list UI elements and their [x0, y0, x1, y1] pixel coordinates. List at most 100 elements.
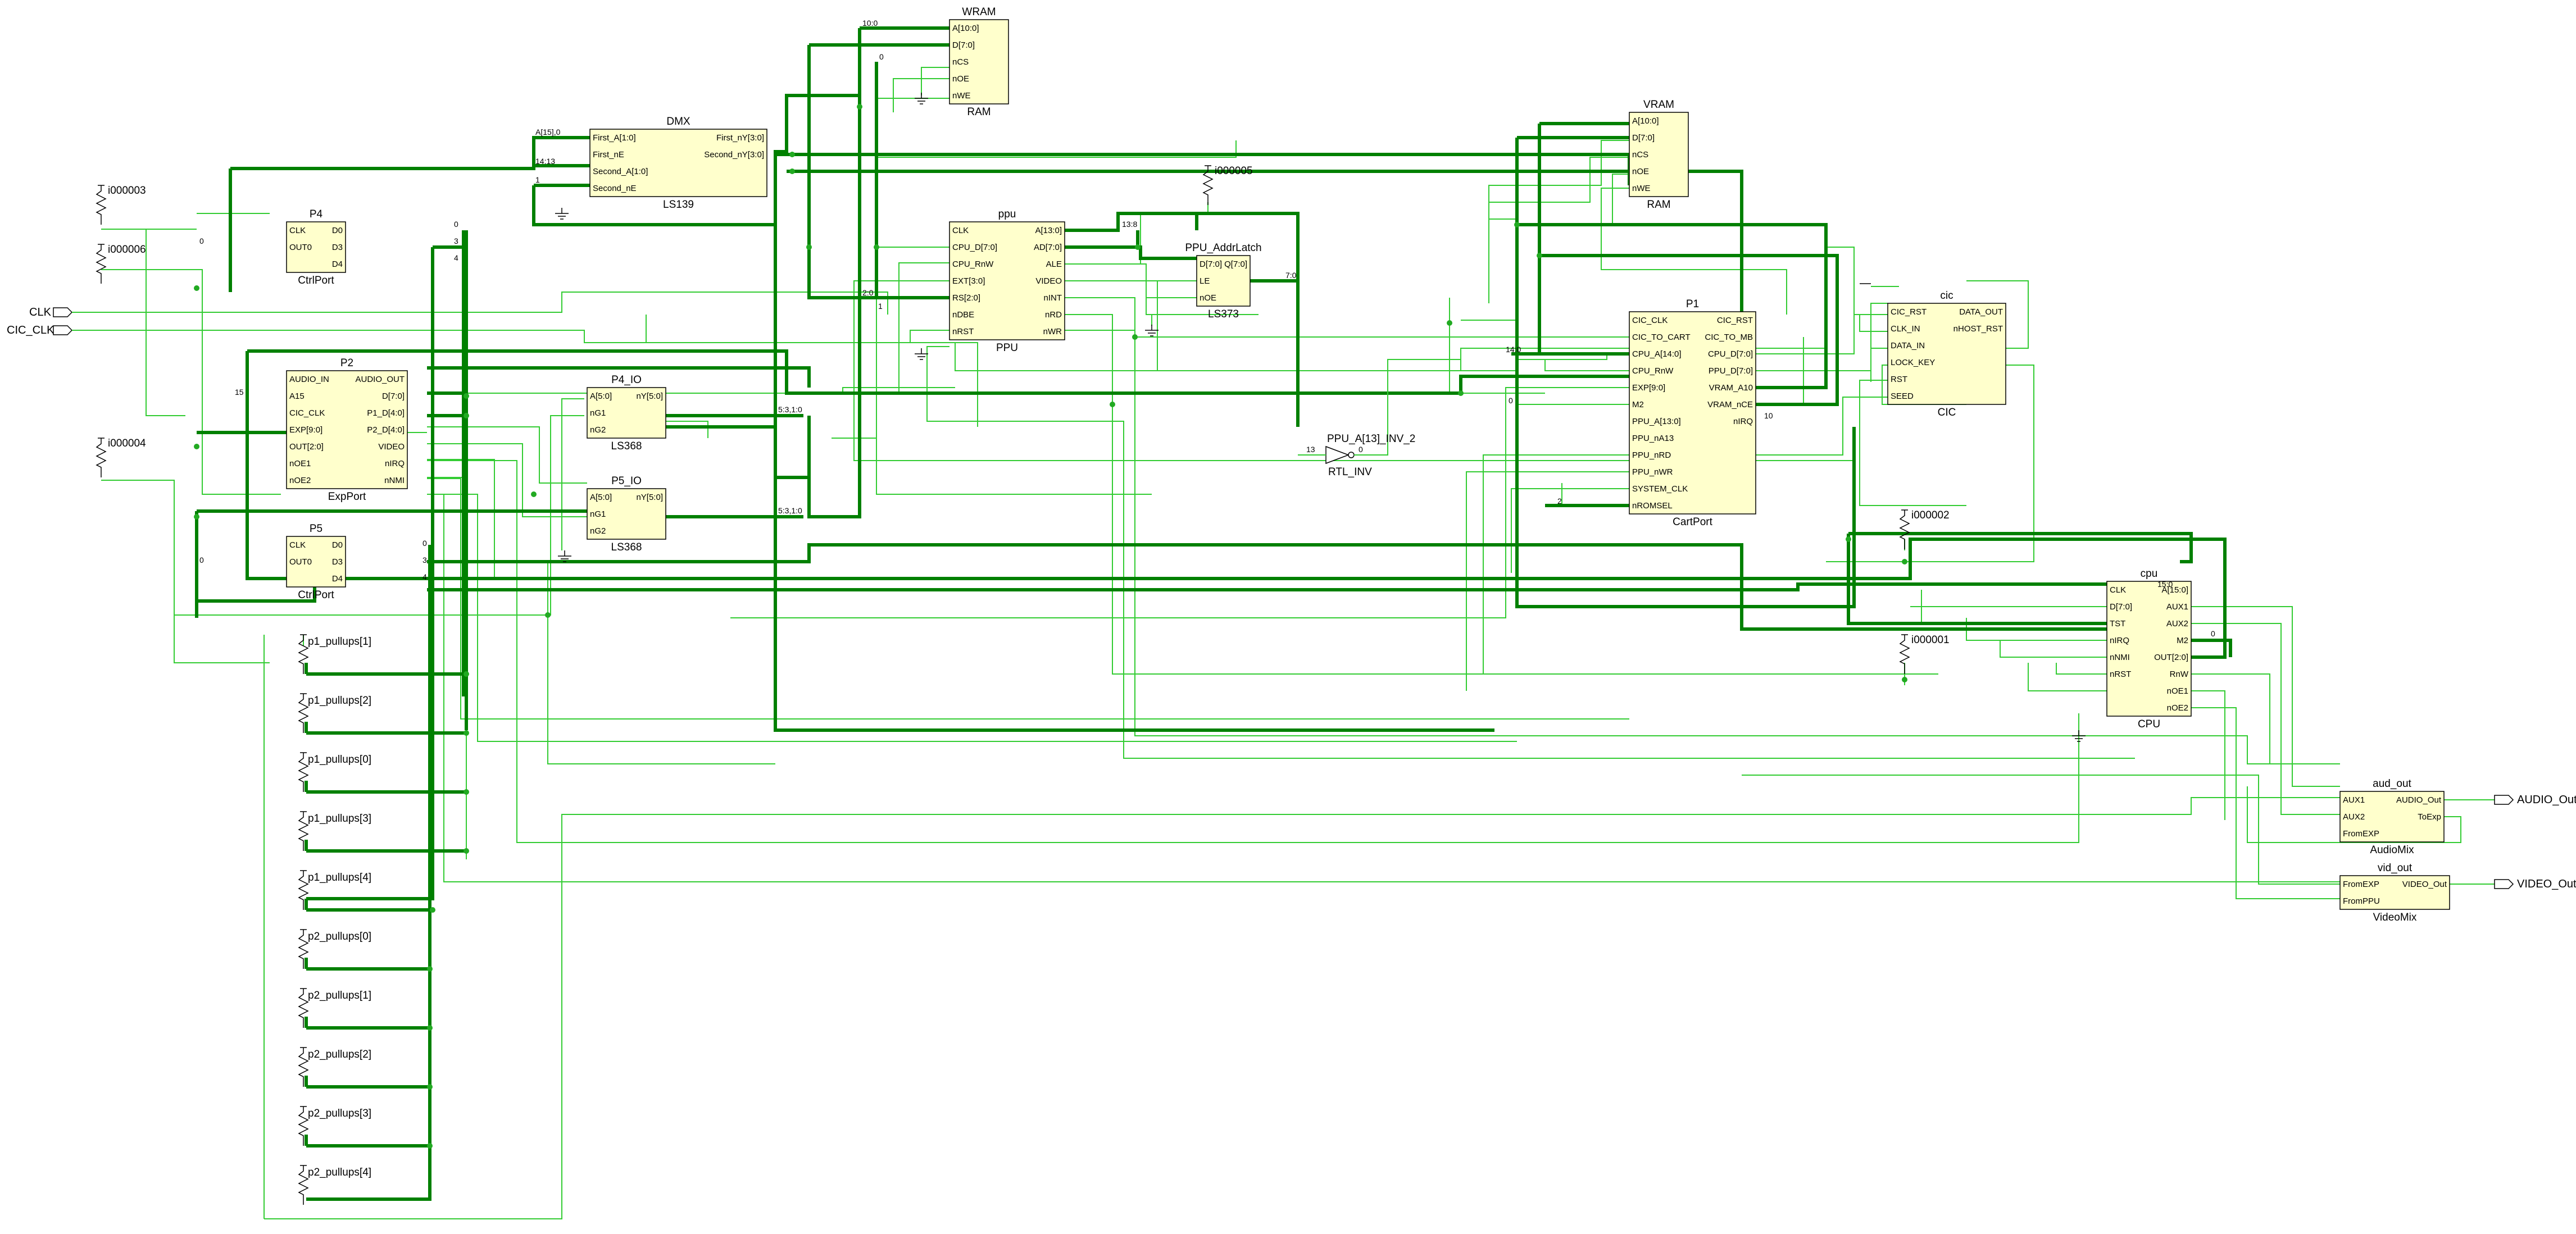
block-latch-type: LS373 [1208, 308, 1239, 320]
port-video-out[interactable]: VIDEO_Out [2494, 878, 2576, 890]
block-p5-body [286, 536, 346, 588]
pin-latch-in-0: D[7:0] [1200, 259, 1222, 269]
pin-p1-in-7: PPU_nA13 [1632, 434, 1674, 443]
pin-wram-in-4: nWE [952, 91, 971, 101]
pullup-i000003: i000003 [96, 185, 146, 225]
pin-ppu-in-2: CPU_RnW [952, 259, 994, 269]
block-dmx-type: LS139 [663, 199, 694, 211]
bus-width-labels: 10:0 0 2:0 A[15],0 14:13 1 13:8 7:0 0 3 … [199, 19, 2215, 638]
block-vid-body [2339, 875, 2450, 910]
resistor-icon [298, 1106, 309, 1146]
pin-vram-in-1: D[7:0] [1632, 133, 1655, 143]
pin-cpu-out-1: AUX1 [2166, 602, 2188, 612]
block-cic[interactable]: cicCICCIC_RSTCLK_INDATA_INLOCK_KEYRSTSEE… [1887, 290, 2006, 418]
pin-p1-in-11: nROMSEL [1632, 501, 1673, 511]
inverter-name: PPU_A[13]_INV_2 [1327, 433, 1415, 445]
block-wram-type: RAM [967, 106, 991, 118]
svg-text:10: 10 [1764, 411, 1773, 420]
pin-p4io-in-2: nG2 [590, 425, 606, 435]
svg-text:1: 1 [535, 175, 540, 184]
pullup-chain: p1_pullups[1]p1_pullups[2]p1_pullups[0]p… [298, 634, 371, 1205]
pin-p1-out-6: nIRQ [1733, 417, 1753, 426]
pullup-i000006: i000006 [96, 244, 146, 284]
block-p5-type: CtrlPort [298, 589, 334, 601]
block-p5io-name: P5_IO [611, 475, 642, 487]
pin-p2-in-5: nOE1 [289, 459, 311, 468]
pin-p1-out-4: VRAM_A10 [1709, 383, 1753, 393]
pin-latch-in-1: LE [1200, 276, 1210, 286]
block-p5-name: P5 [310, 523, 322, 535]
pin-vram-in-2: nCS [1632, 150, 1648, 160]
pin-p2-out-4: VIDEO [378, 442, 405, 452]
pin-p2-in-6: nOE2 [289, 476, 311, 485]
pin-cic-in-3: LOCK_KEY [1891, 358, 1935, 367]
pin-ppu-out-3: VIDEO [1035, 276, 1062, 286]
svg-text:0: 0 [422, 539, 427, 548]
port-audio-out-label: AUDIO_Out [2517, 794, 2576, 806]
block-aud-name: aud_out [2373, 778, 2411, 790]
block-dmx[interactable]: DMXLS139First_A[1:0]First_nESecond_A[1:0… [589, 116, 767, 211]
pin-cpu-in-1: D[7:0] [2110, 602, 2132, 612]
pin-p1-in-5: M2 [1632, 400, 1644, 409]
resistor-icon [298, 694, 309, 733]
pin-p2-in-3: EXP[9:0] [289, 425, 322, 435]
pin-dmx-in-2: Second_A[1:0] [593, 167, 648, 176]
pin-ppu-in-0: CLK [952, 226, 969, 235]
pin-p1-in-9: PPU_nWR [1632, 467, 1673, 477]
pin-p4io-in-1: nG1 [590, 408, 606, 418]
svg-text:0: 0 [454, 220, 458, 229]
pullup-chain-item: p1_pullups[4] [298, 870, 371, 910]
port-clk[interactable]: CLK [29, 306, 87, 318]
svg-text:0: 0 [199, 236, 204, 245]
block-dmx-name: DMX [666, 116, 690, 128]
pullup-i000002: i000002 [1899, 509, 1950, 549]
pin-dmx-out-1: Second_nY[3:0] [704, 150, 764, 160]
pullup-chain-label: p2_pullups[3] [308, 1108, 371, 1119]
pin-p2-out-5: nIRQ [385, 459, 405, 468]
pin-p1-in-3: CPU_RnW [1632, 366, 1674, 376]
block-p2[interactable]: P2ExpPortAUDIO_INA15CIC_CLKEXP[9:0]OUT[2… [286, 357, 408, 503]
pullup-chain-label: p2_pullups[4] [308, 1167, 371, 1178]
block-ppu-name: ppu [998, 208, 1016, 220]
pin-wram-in-1: D[7:0] [952, 40, 975, 50]
svg-text:0: 0 [199, 555, 204, 564]
block-cpu[interactable]: cpuCPUCLKD[7:0]TSTnIRQnNMInRSTA[15:0]AUX… [2106, 568, 2192, 730]
svg-text:A[15],0: A[15],0 [535, 128, 561, 136]
wire-layer [87, 34, 2495, 1219]
pin-p1-out-5: VRAM_nCE [1707, 400, 1753, 409]
block-p5io-type: LS368 [611, 541, 642, 553]
pin-cic-out-0: DATA_OUT [1959, 307, 2003, 317]
svg-text:13:8: 13:8 [1122, 220, 1137, 229]
pin-cpu-in-3: nIRQ [2110, 636, 2129, 645]
pullup-chain-label: p2_pullups[0] [308, 931, 371, 942]
port-audio-out[interactable]: AUDIO_Out [2494, 794, 2576, 806]
pin-p2-in-1: A15 [289, 391, 305, 401]
pullup-chain-label: p2_pullups[2] [308, 1049, 371, 1060]
block-aud[interactable]: aud_outAudioMixAUX1AUX2FromEXPAUDIO_OutT… [2339, 778, 2445, 856]
pin-aud-in-0: AUX1 [2343, 795, 2365, 805]
block-ppu-type: PPU [996, 342, 1018, 354]
svg-text:2: 2 [1557, 497, 1562, 506]
pullup-chain-label: p1_pullups[2] [308, 695, 371, 707]
inverter-in-bus: 13 [1306, 445, 1315, 454]
block-ppu-body [949, 221, 1065, 340]
svg-text:1: 1 [878, 302, 883, 311]
ground-symbols [555, 93, 2086, 742]
port-cic-clk[interactable]: CIC_CLK [7, 324, 87, 336]
svg-text:14:0: 14:0 [1506, 345, 1521, 354]
pin-cpu-out-3: M2 [2177, 636, 2188, 645]
svg-text:i000001: i000001 [1911, 634, 1950, 646]
block-p1[interactable]: P1CartPortCIC_CLKCIC_TO_CARTCPU_A[14:0]C… [1629, 298, 1756, 528]
pin-cpu-out-5: RnW [2170, 670, 2189, 679]
block-ppu[interactable]: ppuPPUCLKCPU_D[7:0]CPU_RnWEXT[3:0]RS[2:0… [949, 208, 1065, 354]
pin-p2-out-6: nNMI [384, 476, 405, 485]
pullup-chain-item: p1_pullups[2] [298, 693, 371, 733]
